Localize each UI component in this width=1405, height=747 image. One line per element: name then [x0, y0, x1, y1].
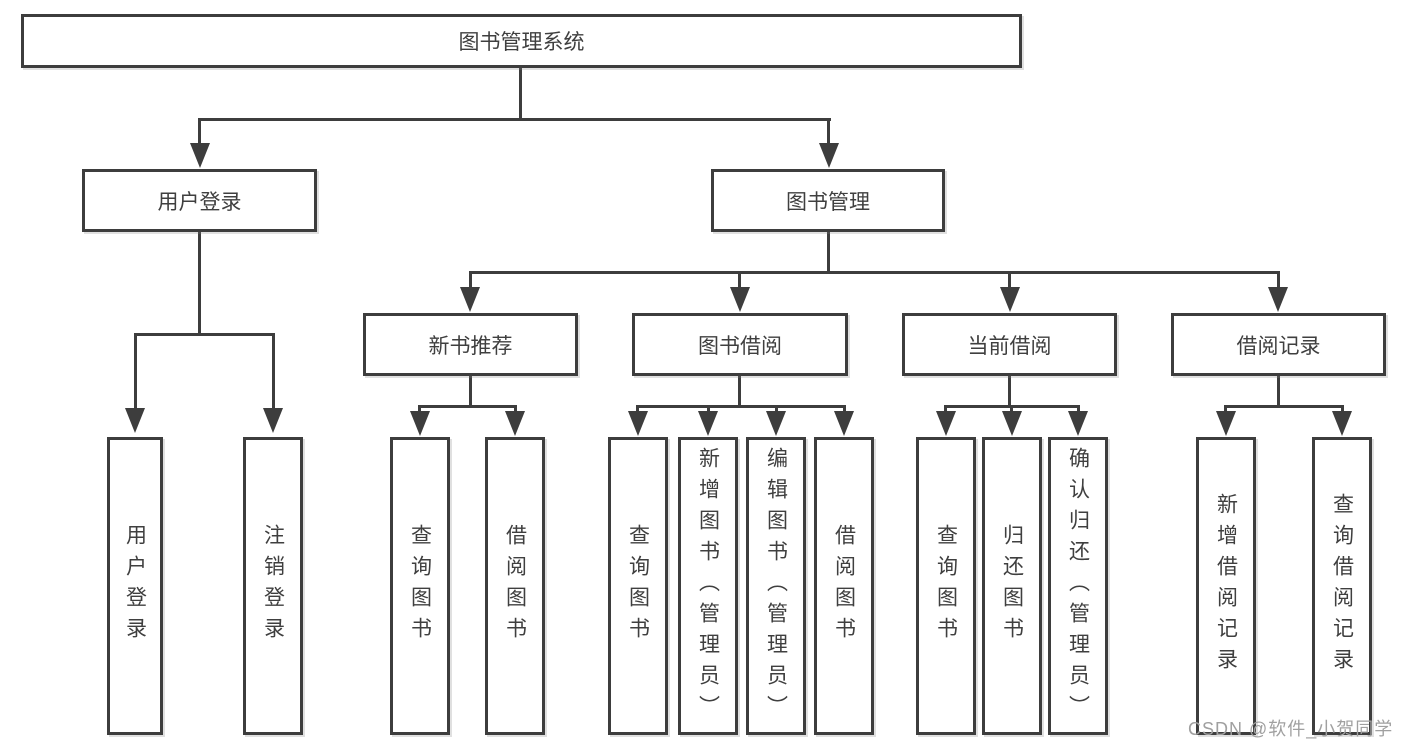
- connector-vline: [827, 121, 830, 145]
- node-leaf-query-book-recommend: 查询图书: [390, 437, 450, 735]
- connector-vline: [843, 408, 846, 413]
- node-leaf-query-book-current: 查询图书: [916, 437, 976, 735]
- connector-vline: [514, 408, 517, 413]
- connector-hline: [198, 118, 831, 121]
- node-leaf-return-book: 归还图书: [982, 437, 1042, 735]
- node-borrow-records: 借阅记录: [1171, 313, 1386, 376]
- connector-vline: [198, 232, 201, 333]
- arrowhead-down-icon: [460, 287, 480, 312]
- node-current-borrow: 当前借阅: [902, 313, 1117, 376]
- connector-vline: [1277, 376, 1280, 405]
- node-leaf-logout: 注销登录: [243, 437, 303, 735]
- connector-hline: [636, 405, 846, 408]
- node-leaf-borrow-book: 借阅图书: [814, 437, 874, 735]
- connector-vline: [738, 274, 741, 288]
- arrowhead-down-icon: [834, 411, 854, 436]
- arrowhead-down-icon: [698, 411, 718, 436]
- arrowhead-down-icon: [1332, 411, 1352, 436]
- node-book-borrow: 图书借阅: [632, 313, 848, 376]
- node-new-book-recommend: 新书推荐: [363, 313, 578, 376]
- connector-vline: [198, 121, 201, 145]
- node-system-root: 图书管理系统: [21, 14, 1022, 68]
- connector-vline: [418, 408, 421, 413]
- connector-vline: [636, 408, 639, 413]
- arrowhead-down-icon: [1000, 287, 1020, 312]
- arrowhead-down-icon: [730, 287, 750, 312]
- connector-vline: [272, 336, 275, 409]
- connector-vline: [134, 336, 137, 409]
- node-leaf-add-book-admin: 新增图书（管理员）: [678, 437, 738, 735]
- connector-vline: [1008, 376, 1011, 405]
- arrowhead-down-icon: [1068, 411, 1088, 436]
- node-leaf-edit-book-admin: 编辑图书（管理员）: [746, 437, 806, 735]
- connector-vline: [1277, 274, 1280, 288]
- connector-vline: [738, 376, 741, 405]
- connector-vline: [1010, 408, 1013, 413]
- connector-vline: [469, 376, 472, 405]
- arrowhead-down-icon: [505, 411, 525, 436]
- arrowhead-down-icon: [936, 411, 956, 436]
- connector-vline: [1341, 408, 1344, 413]
- connector-vline: [827, 232, 830, 271]
- connector-hline: [944, 405, 1080, 408]
- arrowhead-down-icon: [766, 411, 786, 436]
- connector-vline: [1224, 408, 1227, 413]
- connector-vline: [707, 408, 710, 413]
- node-leaf-add-borrow-record: 新增借阅记录: [1196, 437, 1256, 735]
- connector-vline: [519, 68, 522, 121]
- node-leaf-user-login: 用户登录: [107, 437, 163, 735]
- connector-hline: [1224, 405, 1344, 408]
- arrowhead-down-icon: [125, 408, 145, 433]
- connector-hline: [134, 333, 275, 336]
- connector-vline: [944, 408, 947, 413]
- node-leaf-confirm-return-admin: 确认归还（管理员）: [1048, 437, 1108, 735]
- arrowhead-down-icon: [1002, 411, 1022, 436]
- arrowhead-down-icon: [819, 143, 839, 168]
- arrowhead-down-icon: [190, 143, 210, 168]
- connector-hline: [469, 271, 1280, 274]
- node-user-login: 用户登录: [82, 169, 317, 232]
- arrowhead-down-icon: [628, 411, 648, 436]
- arrowhead-down-icon: [410, 411, 430, 436]
- node-book-management: 图书管理: [711, 169, 945, 232]
- node-leaf-query-book-borrow: 查询图书: [608, 437, 668, 735]
- arrowhead-down-icon: [1268, 287, 1288, 312]
- connector-hline: [418, 405, 517, 408]
- arrowhead-down-icon: [1216, 411, 1236, 436]
- csdn-watermark: CSDN @软件_小贺同学: [1188, 719, 1394, 739]
- connector-vline: [775, 408, 778, 413]
- connector-vline: [1077, 408, 1080, 413]
- node-leaf-query-borrow-record: 查询借阅记录: [1312, 437, 1372, 735]
- arrowhead-down-icon: [263, 408, 283, 433]
- connector-vline: [1008, 274, 1011, 288]
- connector-vline: [469, 274, 472, 288]
- node-leaf-borrow-book-recommend: 借阅图书: [485, 437, 545, 735]
